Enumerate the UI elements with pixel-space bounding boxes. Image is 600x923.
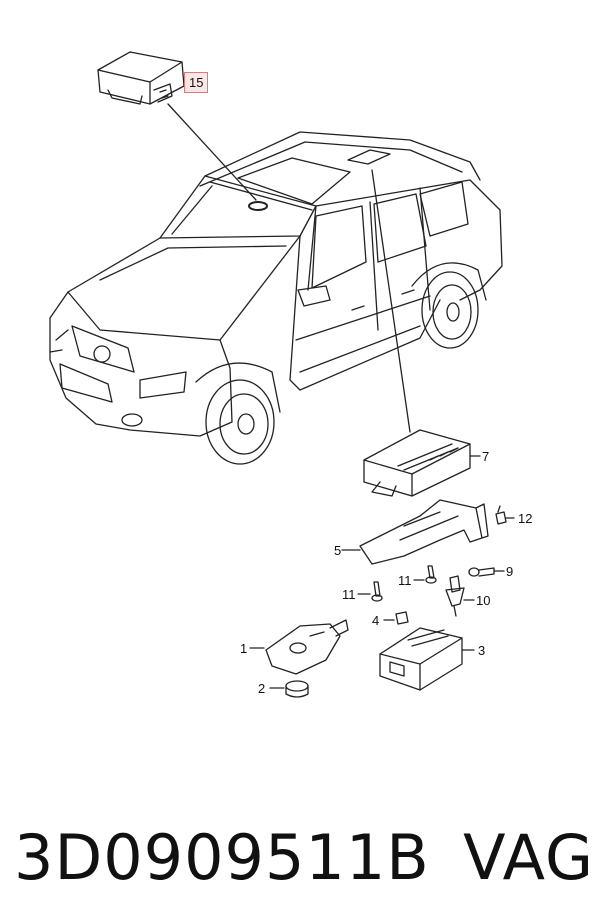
callout-9: 9 xyxy=(506,564,514,579)
part-4-clip xyxy=(395,611,409,625)
callout-5: 5 xyxy=(334,543,342,558)
part-11-screw-right xyxy=(425,565,437,584)
callout-11-right: 11 xyxy=(398,573,412,588)
part-2-battery xyxy=(285,680,309,698)
part-number: 3D0909511B xyxy=(14,820,430,894)
brand-name: VAG xyxy=(463,820,594,894)
callout-4: 4 xyxy=(372,613,380,628)
callout-3: 3 xyxy=(478,643,486,658)
callout-2: 2 xyxy=(258,681,266,696)
part-12-clip xyxy=(495,505,507,525)
callout-12: 12 xyxy=(518,511,533,526)
leader-7 xyxy=(371,169,411,433)
callout-1: 1 xyxy=(240,641,248,656)
callout-10: 10 xyxy=(476,593,491,608)
part-3-control-unit xyxy=(379,627,463,691)
part-7-module xyxy=(363,429,471,497)
part-number-caption: 3D0909511B VAG xyxy=(14,812,594,902)
part-11-screw-left xyxy=(371,581,383,602)
callout-7: 7 xyxy=(482,449,490,464)
callout-15: 15 xyxy=(184,72,209,93)
part-15-control-module xyxy=(97,51,185,105)
part-9-bolt xyxy=(468,567,495,577)
exploded-parts-diagram xyxy=(49,51,515,698)
part-10-sensor xyxy=(445,575,465,617)
callout-11-left: 11 xyxy=(342,587,356,602)
windshield-sensor xyxy=(248,201,268,211)
suv-vehicle xyxy=(49,131,503,465)
part-1-key-fob xyxy=(265,619,349,675)
leader-15 xyxy=(167,103,257,201)
part-5-bracket xyxy=(359,499,489,565)
